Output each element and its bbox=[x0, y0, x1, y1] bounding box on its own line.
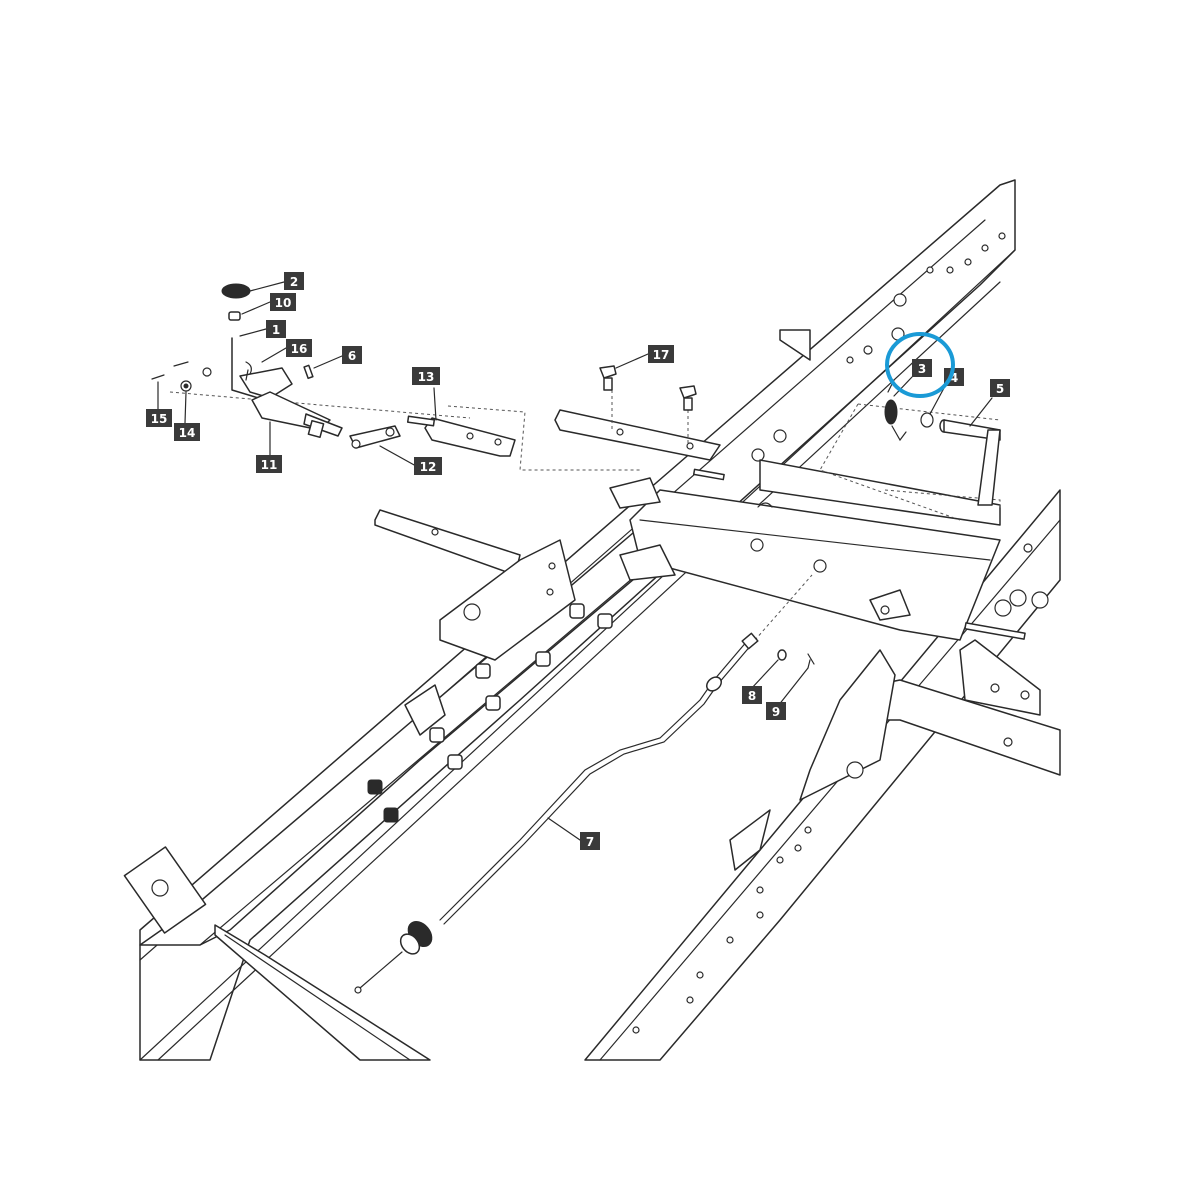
callout-tag-13: 13 bbox=[412, 367, 440, 385]
callout-tag-7: 7 bbox=[580, 832, 600, 850]
svg-text:14: 14 bbox=[179, 426, 196, 440]
callout-tag-15: 15 bbox=[146, 409, 172, 427]
seat-bracket-left bbox=[374, 509, 576, 661]
svg-text:3: 3 bbox=[918, 362, 926, 376]
svg-text:13: 13 bbox=[418, 370, 435, 384]
callout-tag-9: 9 bbox=[766, 702, 786, 720]
svg-text:7: 7 bbox=[586, 835, 594, 849]
threaded-rod bbox=[964, 622, 1026, 640]
svg-text:8: 8 bbox=[748, 689, 756, 703]
cross-member-rear bbox=[799, 639, 1061, 801]
callout-tag-12: 12 bbox=[414, 457, 442, 475]
callout-tag-1: 1 bbox=[266, 320, 286, 338]
callout-tag-3: 3 bbox=[912, 359, 932, 377]
callout-tag-11: 11 bbox=[256, 455, 282, 473]
callout-tag-2: 2 bbox=[284, 272, 304, 290]
cross-member-front bbox=[629, 489, 1001, 641]
highlight-circle bbox=[885, 332, 955, 398]
svg-text:16: 16 bbox=[291, 342, 308, 356]
svg-text:1: 1 bbox=[272, 323, 280, 337]
assembly-guide-lines bbox=[169, 378, 1001, 641]
svg-text:9: 9 bbox=[772, 705, 780, 719]
svg-text:2: 2 bbox=[290, 275, 298, 289]
parking-brake-lever bbox=[151, 283, 401, 449]
callout-tag-17: 17 bbox=[648, 345, 674, 363]
svg-text:4: 4 bbox=[950, 371, 958, 385]
seat-bracket-right bbox=[554, 329, 1001, 581]
bolt-pair bbox=[599, 365, 697, 411]
lever-guide-plate bbox=[406, 415, 516, 457]
control-cable bbox=[354, 632, 815, 994]
callout-tag-16: 16 bbox=[286, 339, 312, 357]
callout-tag-6: 6 bbox=[342, 346, 362, 364]
svg-text:15: 15 bbox=[151, 412, 168, 426]
svg-text:6: 6 bbox=[348, 349, 356, 363]
spring-assembly bbox=[884, 379, 1001, 506]
svg-text:12: 12 bbox=[420, 460, 437, 474]
svg-text:5: 5 bbox=[996, 382, 1004, 396]
callout-leaders bbox=[157, 281, 993, 841]
svg-text:11: 11 bbox=[261, 458, 278, 472]
callout-tag-14: 14 bbox=[174, 423, 200, 441]
callout-tag-5: 5 bbox=[990, 379, 1010, 397]
callout-tag-10: 10 bbox=[270, 293, 296, 311]
svg-text:17: 17 bbox=[653, 348, 670, 362]
svg-text:10: 10 bbox=[275, 296, 292, 310]
footrest-plate bbox=[214, 924, 431, 1061]
callout-tag-8: 8 bbox=[742, 686, 762, 704]
